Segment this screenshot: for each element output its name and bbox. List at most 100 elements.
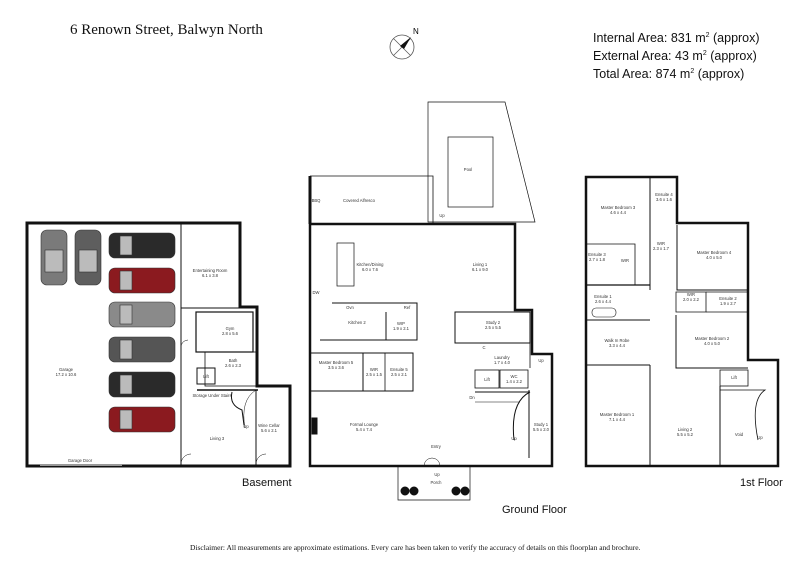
svg-text:Up: Up [439,213,445,218]
svg-text:Pool: Pool [464,167,472,172]
svg-text:17.2 x 10.6: 17.2 x 10.6 [56,372,77,377]
svg-text:Porch: Porch [431,480,443,485]
first-floor-label: 1st Floor [740,477,783,489]
svg-text:Bath: Bath [229,358,238,363]
svg-text:3.3 x 4.4: 3.3 x 4.4 [609,343,626,348]
svg-text:Walk In Robe: Walk In Robe [605,338,631,343]
svg-text:Ensuite 2: Ensuite 2 [719,296,737,301]
svg-text:Dn: Dn [469,395,475,400]
svg-text:Up: Up [434,472,440,477]
total-area-row: Total Area: 874 m2 (approx) [593,67,745,82]
car-icon [108,336,176,363]
svg-text:Master Bedroom 4: Master Bedroom 4 [697,250,732,255]
svg-text:2.7 x 1.8: 2.7 x 1.8 [589,257,606,262]
svg-text:Up: Up [243,424,249,429]
svg-text:Master Bedroom 2: Master Bedroom 2 [695,336,730,341]
svg-text:Master Bedroom 1: Master Bedroom 1 [600,412,635,417]
svg-text:Up: Up [757,435,763,440]
svg-text:Wine Cellar: Wine Cellar [258,423,280,428]
svg-text:5.5 x 2.0: 5.5 x 2.0 [533,427,550,432]
svg-text:Gym: Gym [226,326,235,331]
svg-text:Kitchen/Dining: Kitchen/Dining [356,262,384,267]
svg-text:3.5 x 3.6: 3.5 x 3.6 [328,365,345,370]
north-arrow-icon: N [385,25,425,65]
svg-text:Up: Up [538,358,544,363]
svg-text:7.1 x 4.4: 7.1 x 4.4 [609,417,626,422]
disclaimer-text: Disclaimer: All measurements are approxi… [190,543,641,552]
basement-room-labels: Garage 17.2 x 10.6 Entertaining Room 6.1… [56,268,281,463]
svg-text:Ensuite 1: Ensuite 1 [594,294,612,299]
svg-text:4.0 x 5.0: 4.0 x 5.0 [704,341,721,346]
svg-text:Formal Lounge: Formal Lounge [350,422,379,427]
svg-text:5.4 x 7.4: 5.4 x 7.4 [356,427,373,432]
svg-text:Laundry: Laundry [494,355,510,360]
basement-plan [25,221,292,468]
ground-floor-label: Ground Floor [502,504,567,516]
svg-text:Storage Under Stairs: Storage Under Stairs [192,393,231,398]
svg-text:Lift: Lift [203,374,209,379]
svg-text:Study 2: Study 2 [486,320,501,325]
svg-text:Kitchen 2: Kitchen 2 [348,320,366,325]
svg-text:6.1 x 3.8: 6.1 x 3.8 [202,273,219,278]
ground-floor-plan [308,101,554,501]
svg-text:1.9 x 2.1: 1.9 x 2.1 [393,326,410,331]
svg-text:Ref: Ref [404,305,411,310]
svg-text:2.6 x 2.3: 2.6 x 2.3 [225,363,242,368]
svg-text:Living 2: Living 2 [678,427,693,432]
car-icon [108,301,176,328]
svg-text:5.6 x 2.1: 5.6 x 2.1 [261,428,278,433]
svg-text:2.5 x 1.5: 2.5 x 1.5 [366,372,383,377]
car-icon [108,406,176,433]
svg-text:DW: DW [313,290,320,295]
svg-text:Ensuite 5: Ensuite 5 [390,367,408,372]
svg-text:Living 1: Living 1 [473,262,488,267]
svg-text:Covered Alfresco: Covered Alfresco [343,198,376,203]
svg-text:4.6 x 4.4: 4.6 x 4.4 [610,210,627,215]
svg-text:3.6 x 1.6: 3.6 x 1.6 [656,197,673,202]
svg-text:2.0 x 2.2: 2.0 x 2.2 [683,297,700,302]
ground-room-labels: Pool Covered Alfresco BBQ Up Kitchen/Din… [312,167,550,485]
svg-text:Garage: Garage [59,367,74,372]
svg-text:WC: WC [511,374,518,379]
svg-text:1.9 x 2.7: 1.9 x 2.7 [720,301,737,306]
svg-text:2.5 x 2.1: 2.5 x 2.1 [391,372,408,377]
internal-area-row: Internal Area: 831 m2 (approx) [593,31,760,46]
svg-text:Ovn: Ovn [346,305,354,310]
svg-text:6.1 x 9.0: 6.1 x 9.0 [472,267,489,272]
svg-text:6.0 x 7.6: 6.0 x 7.6 [362,267,379,272]
svg-text:Void: Void [735,432,744,437]
svg-text:Ensuite 3: Ensuite 3 [588,252,606,257]
svg-text:4.0 x 5.0: 4.0 x 5.0 [706,255,723,260]
svg-text:WIR: WIR [687,292,695,297]
svg-text:5.5 x 5.2: 5.5 x 5.2 [677,432,694,437]
svg-text:Lift: Lift [731,375,737,380]
svg-text:2.5 x 5.5: 2.5 x 5.5 [485,325,502,330]
first-floor-plan [584,175,780,468]
svg-text:Entertaining Room: Entertaining Room [193,268,228,273]
svg-text:C: C [482,345,485,350]
svg-text:WIR: WIR [621,258,629,263]
garage-cars [40,229,176,433]
svg-text:Up: Up [511,436,517,441]
svg-text:WIR: WIR [657,241,665,246]
svg-text:1.7 x 4.0: 1.7 x 4.0 [494,360,511,365]
svg-text:Master Bedroom 5: Master Bedroom 5 [319,360,354,365]
svg-text:Study 1: Study 1 [534,422,549,427]
svg-text:Garage Door: Garage Door [68,458,93,463]
svg-text:Master Bedroom 3: Master Bedroom 3 [601,205,636,210]
svg-text:2.3 x 1.7: 2.3 x 1.7 [653,246,670,251]
svg-text:2.8 x 5.6: 2.8 x 5.6 [222,331,239,336]
svg-text:2.6 x 4.4: 2.6 x 4.4 [595,299,612,304]
basement-label: Basement [242,477,292,489]
car-icon [108,267,176,294]
area-summary: Internal Area: 831 m2 (approx) External … [593,28,760,82]
svg-text:1.4 x 2.2: 1.4 x 2.2 [506,379,523,384]
svg-text:Lift: Lift [484,377,490,382]
external-area-row: External Area: 43 m2 (approx) [593,49,757,64]
first-floor-room-labels: Master Bedroom 3 4.6 x 4.4 Ensuite 4 3.6… [588,192,763,440]
svg-text:Living 3: Living 3 [210,436,225,441]
svg-text:WIR: WIR [370,367,378,372]
car-icon [108,232,176,259]
property-address-title: 6 Renown Street, Balwyn North [70,22,263,38]
